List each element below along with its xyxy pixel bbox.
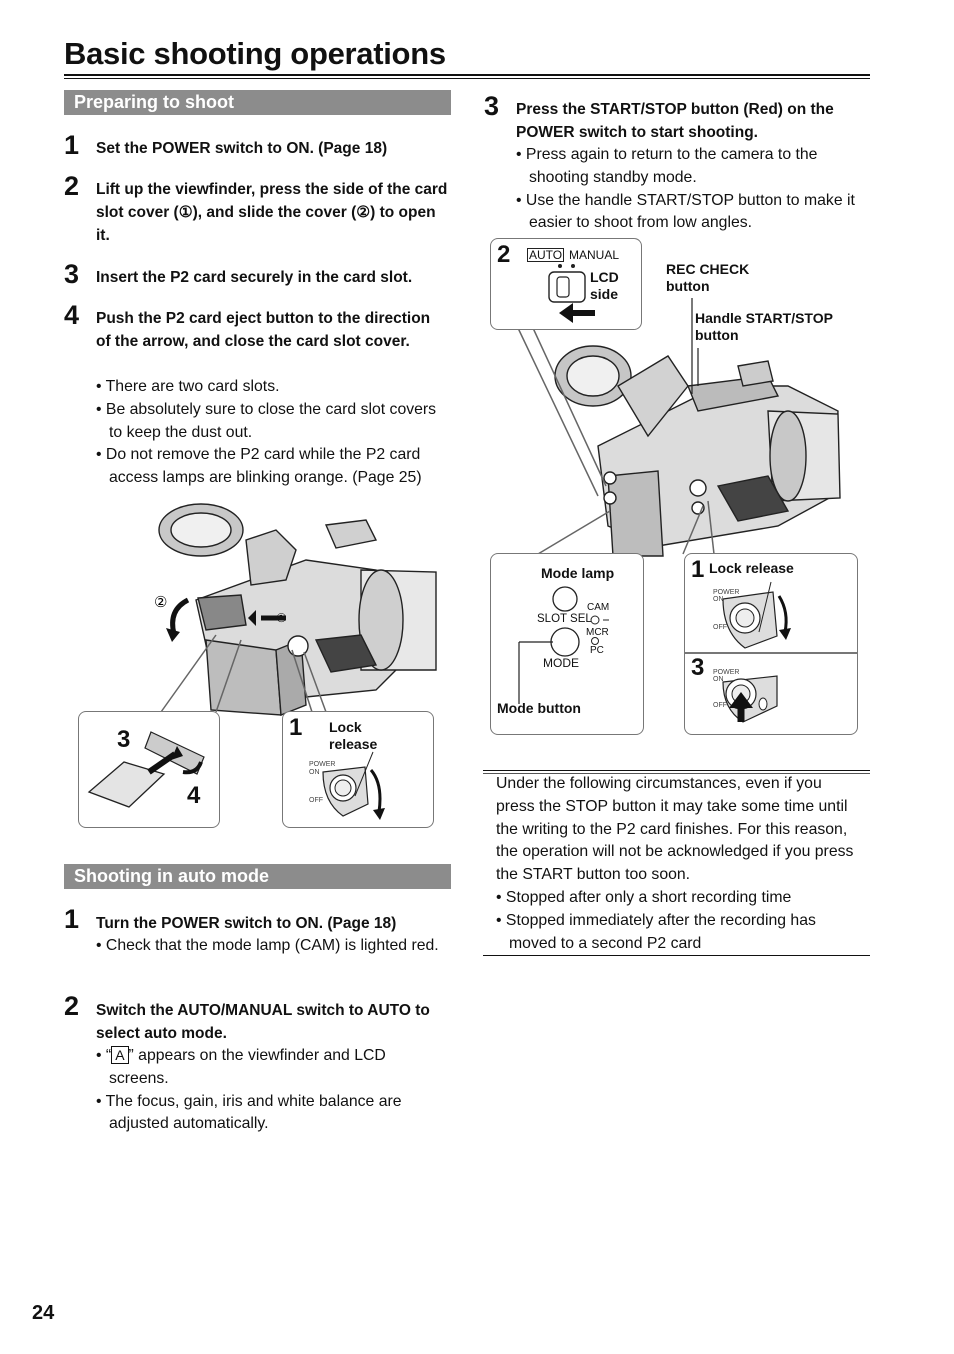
step-text: Lift up the viewfinder, press the side o… <box>96 181 448 244</box>
note-rule-top <box>483 770 870 771</box>
title-rule-thin <box>64 78 870 79</box>
pc-label: PC <box>590 645 604 656</box>
step-text: Switch the AUTO/MANUAL switch to AUTO to… <box>96 1002 430 1042</box>
step-number: 1 <box>64 904 80 934</box>
inset-lock-release: 1 Lock release POWER ON OFF <box>282 711 434 828</box>
off-label: OFF <box>713 624 727 631</box>
mode-panel-icon <box>518 586 609 704</box>
mode-lamp-label: Mode lamp <box>541 565 615 581</box>
rec-check-label: REC CHECK button <box>666 261 750 294</box>
bullet-list: There are two card slots. Be absolutely … <box>96 376 452 490</box>
bullet-item-auto-icon: “A” appears on the viewfinder and LCD sc… <box>96 1044 448 1091</box>
note-text: Under the following circumstances, even … <box>496 775 854 884</box>
slot-sel-label: SLOT SEL <box>537 613 592 625</box>
mode-label: MODE <box>543 656 579 670</box>
bullet-item: Stopped immediately after the recording … <box>496 910 860 956</box>
bullet-list: Check that the mode lamp (CAM) is lighte… <box>96 935 448 958</box>
step-number: 4 <box>64 300 80 330</box>
camera-illustration <box>517 298 841 557</box>
camera-illustration: ① ② <box>154 503 437 717</box>
step-text: Push the P2 card eject button to the dir… <box>96 310 431 350</box>
inset-power-switch: 1 Lock release 3 POWER ON OFF POWER ON O… <box>684 553 858 735</box>
cam-label: CAM <box>587 602 610 613</box>
step-number: 1 <box>64 130 80 160</box>
bullet-item: Check that the mode lamp (CAM) is lighte… <box>96 935 448 958</box>
step-number: 3 <box>64 259 80 289</box>
note: Under the following circumstances, even … <box>496 773 860 955</box>
power-switch-icons <box>722 581 791 723</box>
auto-mode-icon: A <box>111 1046 129 1064</box>
inset-card-insert: 3 4 <box>78 711 220 828</box>
off-label: OFF <box>309 797 323 804</box>
page-number: 24 <box>32 1302 55 1324</box>
bullet-list: Press again to return to the camera to t… <box>516 144 874 235</box>
power-switch-icon <box>322 751 385 820</box>
lcd-side-label: LCD side <box>590 269 619 302</box>
auto-label: AUTO <box>527 248 565 262</box>
inset-mode-lamp: Mode lamp SLOT SEL CAM MCR PC MODE Mode … <box>490 553 644 735</box>
divider <box>685 652 857 654</box>
bullet-text: ” appears on the viewfinder and LCD scre… <box>109 1047 386 1087</box>
camera-figure-controls: 2 AUTO MANUAL LCD side REC CHECK button … <box>488 236 863 736</box>
bullet-item: Do not remove the P2 card while the P2 c… <box>96 444 452 490</box>
page-title: Basic shooting operations <box>64 36 446 71</box>
section-header-preparing: Preparing to shoot <box>64 90 451 115</box>
callout-2: ② <box>154 594 167 611</box>
slide-arrow-icon <box>170 597 190 635</box>
auto-manual-switch-icon <box>548 264 595 323</box>
on-label: ON <box>713 596 724 603</box>
inset-number: 3 <box>691 654 705 681</box>
camera-figure-card-slot: ① ② 3 4 1 Lock release POWER ON OFF <box>76 500 437 830</box>
step-number: 2 <box>64 171 80 201</box>
step-number: 2 <box>64 991 80 1021</box>
note-rule-top-thin <box>483 773 870 774</box>
step-text: Press the START/STOP button (Red) on the… <box>516 101 834 141</box>
title-rule <box>64 74 870 76</box>
bullet-list: “A” appears on the viewfinder and LCD sc… <box>96 1044 448 1136</box>
inset-number: 2 <box>497 241 511 268</box>
inset-number: 4 <box>187 782 201 809</box>
power-label: POWER <box>713 669 740 676</box>
power-label: POWER <box>713 589 740 596</box>
quote-open: “ <box>105 1047 112 1064</box>
step-text: Set the POWER switch to ON. (Page 18) <box>96 140 388 157</box>
mode-button-label: Mode button <box>497 700 581 716</box>
inset-auto-manual: 2 AUTO MANUAL LCD side <box>490 238 642 330</box>
bullet-item: The focus, gain, iris and white balance … <box>96 1091 448 1137</box>
bullet-item: Be absolutely sure to close the card slo… <box>96 399 452 445</box>
power-label: POWER <box>309 761 336 768</box>
mcr-label: MCR <box>586 627 609 638</box>
bullet-item: Use the handle START/STOP button to make… <box>516 190 874 236</box>
p2-card-icon <box>87 731 205 808</box>
manual-label: MANUAL <box>569 248 620 262</box>
handle-start-stop-label: Handle START/STOP button <box>695 310 833 343</box>
bullet-item: Stopped after only a short recording tim… <box>496 887 860 910</box>
step-text: Insert the P2 card securely in the card … <box>96 269 413 286</box>
on-label: ON <box>713 676 724 683</box>
off-label: OFF <box>713 702 727 709</box>
bullet-item: There are two card slots. <box>96 376 452 399</box>
bullet-item: Press again to return to the camera to t… <box>516 144 874 190</box>
section-header-auto: Shooting in auto mode <box>64 864 451 889</box>
inset-number: 1 <box>691 556 705 583</box>
note-rule-bottom <box>483 955 870 956</box>
step-text: Turn the POWER switch to ON. (Page 18) <box>96 915 397 932</box>
lock-release-label: Lock release <box>329 719 378 752</box>
inset-number: 3 <box>117 726 131 753</box>
lock-release-label: Lock release <box>709 560 794 576</box>
step-number: 3 <box>484 91 500 121</box>
inset-number: 1 <box>289 714 303 741</box>
on-label: ON <box>309 769 320 776</box>
